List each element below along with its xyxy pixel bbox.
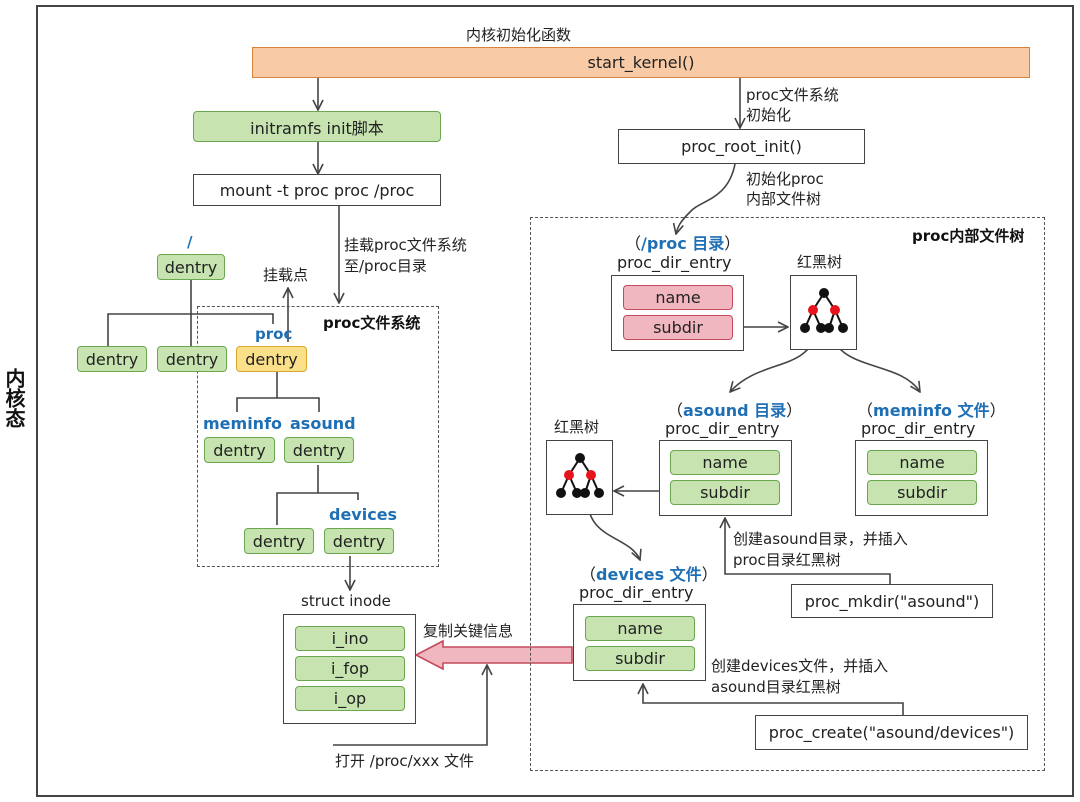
meminfo-dentry[interactable]: dentry [204, 437, 275, 463]
devices-struct-name: proc_dir_entry [579, 583, 694, 602]
root-label: / [187, 233, 193, 251]
procfs-title: proc文件系统 [323, 314, 421, 332]
dentry-node[interactable]: dentry [77, 346, 147, 372]
proc-create-box[interactable]: proc_create("asound/devices") [755, 715, 1028, 750]
rbtree-box [546, 440, 613, 515]
kernel-space-frame [36, 5, 1074, 797]
rbtree-icon [799, 287, 848, 333]
proc-root-init-box[interactable]: proc_root_init() [618, 129, 865, 164]
asound-struct-name: proc_dir_entry [665, 419, 780, 438]
tree-note-line1: 初始化proc [746, 170, 824, 188]
start-kernel-box[interactable]: start_kernel() [252, 47, 1030, 78]
proc-label: proc [255, 325, 293, 343]
asound-label: asound [290, 414, 356, 433]
meminfo-label: meminfo [203, 414, 283, 433]
init-note-line1: proc文件系统 [746, 86, 839, 104]
proc-dentry[interactable]: dentry [236, 346, 307, 372]
rbtree-box [790, 275, 857, 350]
mount-command-box[interactable]: mount -t proc proc /proc [193, 174, 441, 206]
proc-dir-name-field[interactable]: name [623, 285, 733, 310]
asound-subdir-field[interactable]: subdir [670, 480, 780, 505]
create-note-line1: 创建devices文件，并插入 [711, 657, 889, 675]
dentry-node[interactable]: dentry [244, 528, 314, 554]
asound-dentry[interactable]: dentry [284, 437, 354, 463]
proc-dir-subdir-field[interactable]: subdir [623, 315, 733, 340]
create-note-line2: asound目录红黑树 [711, 678, 841, 696]
devices-dentry[interactable]: dentry [324, 528, 394, 554]
mount-note-line2: 至/proc目录 [344, 257, 427, 275]
inode-field-fop[interactable]: i_fop [295, 656, 405, 681]
kernel-mode-label: 内核态 [2, 368, 26, 428]
mount-point-label: 挂载点 [263, 266, 309, 284]
proc-dir-heading: （/proc 目录） [625, 234, 741, 253]
inode-title: struct inode [301, 592, 391, 610]
procfs-region [197, 306, 439, 567]
asound-name-field[interactable]: name [670, 450, 780, 475]
devices-subdir-field[interactable]: subdir [585, 646, 695, 671]
inode-field-ino[interactable]: i_ino [295, 626, 405, 651]
proc-internal-tree-title: proc内部文件树 [912, 227, 1025, 245]
proc-dir-struct-name: proc_dir_entry [617, 253, 732, 272]
meminfo-name-field[interactable]: name [867, 450, 977, 475]
meminfo-file-heading: （meminfo 文件） [857, 401, 1006, 420]
mkdir-note-line1: 创建asound目录，并插入 [733, 530, 908, 548]
dentry-node[interactable]: dentry [157, 346, 227, 372]
open-file-label: 打开 /proc/xxx 文件 [335, 752, 475, 770]
inode-field-op[interactable]: i_op [295, 686, 405, 711]
devices-name-field[interactable]: name [585, 616, 695, 641]
tree-note-line2: 内部文件树 [746, 190, 822, 208]
proc-internal-tree-region [530, 217, 1045, 771]
rbtree-label: 红黑树 [554, 418, 600, 436]
initramfs-box[interactable]: initramfs init脚本 [193, 111, 441, 142]
asound-dir-heading: （asound 目录） [667, 401, 803, 420]
root-dentry[interactable]: dentry [157, 254, 225, 280]
rbtree-icon [555, 452, 604, 498]
copy-info-label: 复制关键信息 [423, 622, 514, 640]
mount-note-line1: 挂载proc文件系统 [344, 236, 467, 254]
mkdir-note-line2: proc目录红黑树 [733, 551, 841, 569]
devices-label: devices [329, 505, 398, 524]
rbtree-label: 红黑树 [797, 253, 843, 271]
init-note-line2: 初始化 [746, 106, 792, 124]
meminfo-subdir-field[interactable]: subdir [867, 480, 977, 505]
meminfo-struct-name: proc_dir_entry [861, 419, 976, 438]
kernel-init-caption: 内核初始化函数 [466, 26, 572, 44]
devices-file-heading: （devices 文件） [580, 565, 718, 584]
proc-mkdir-box[interactable]: proc_mkdir("asound") [791, 584, 993, 618]
